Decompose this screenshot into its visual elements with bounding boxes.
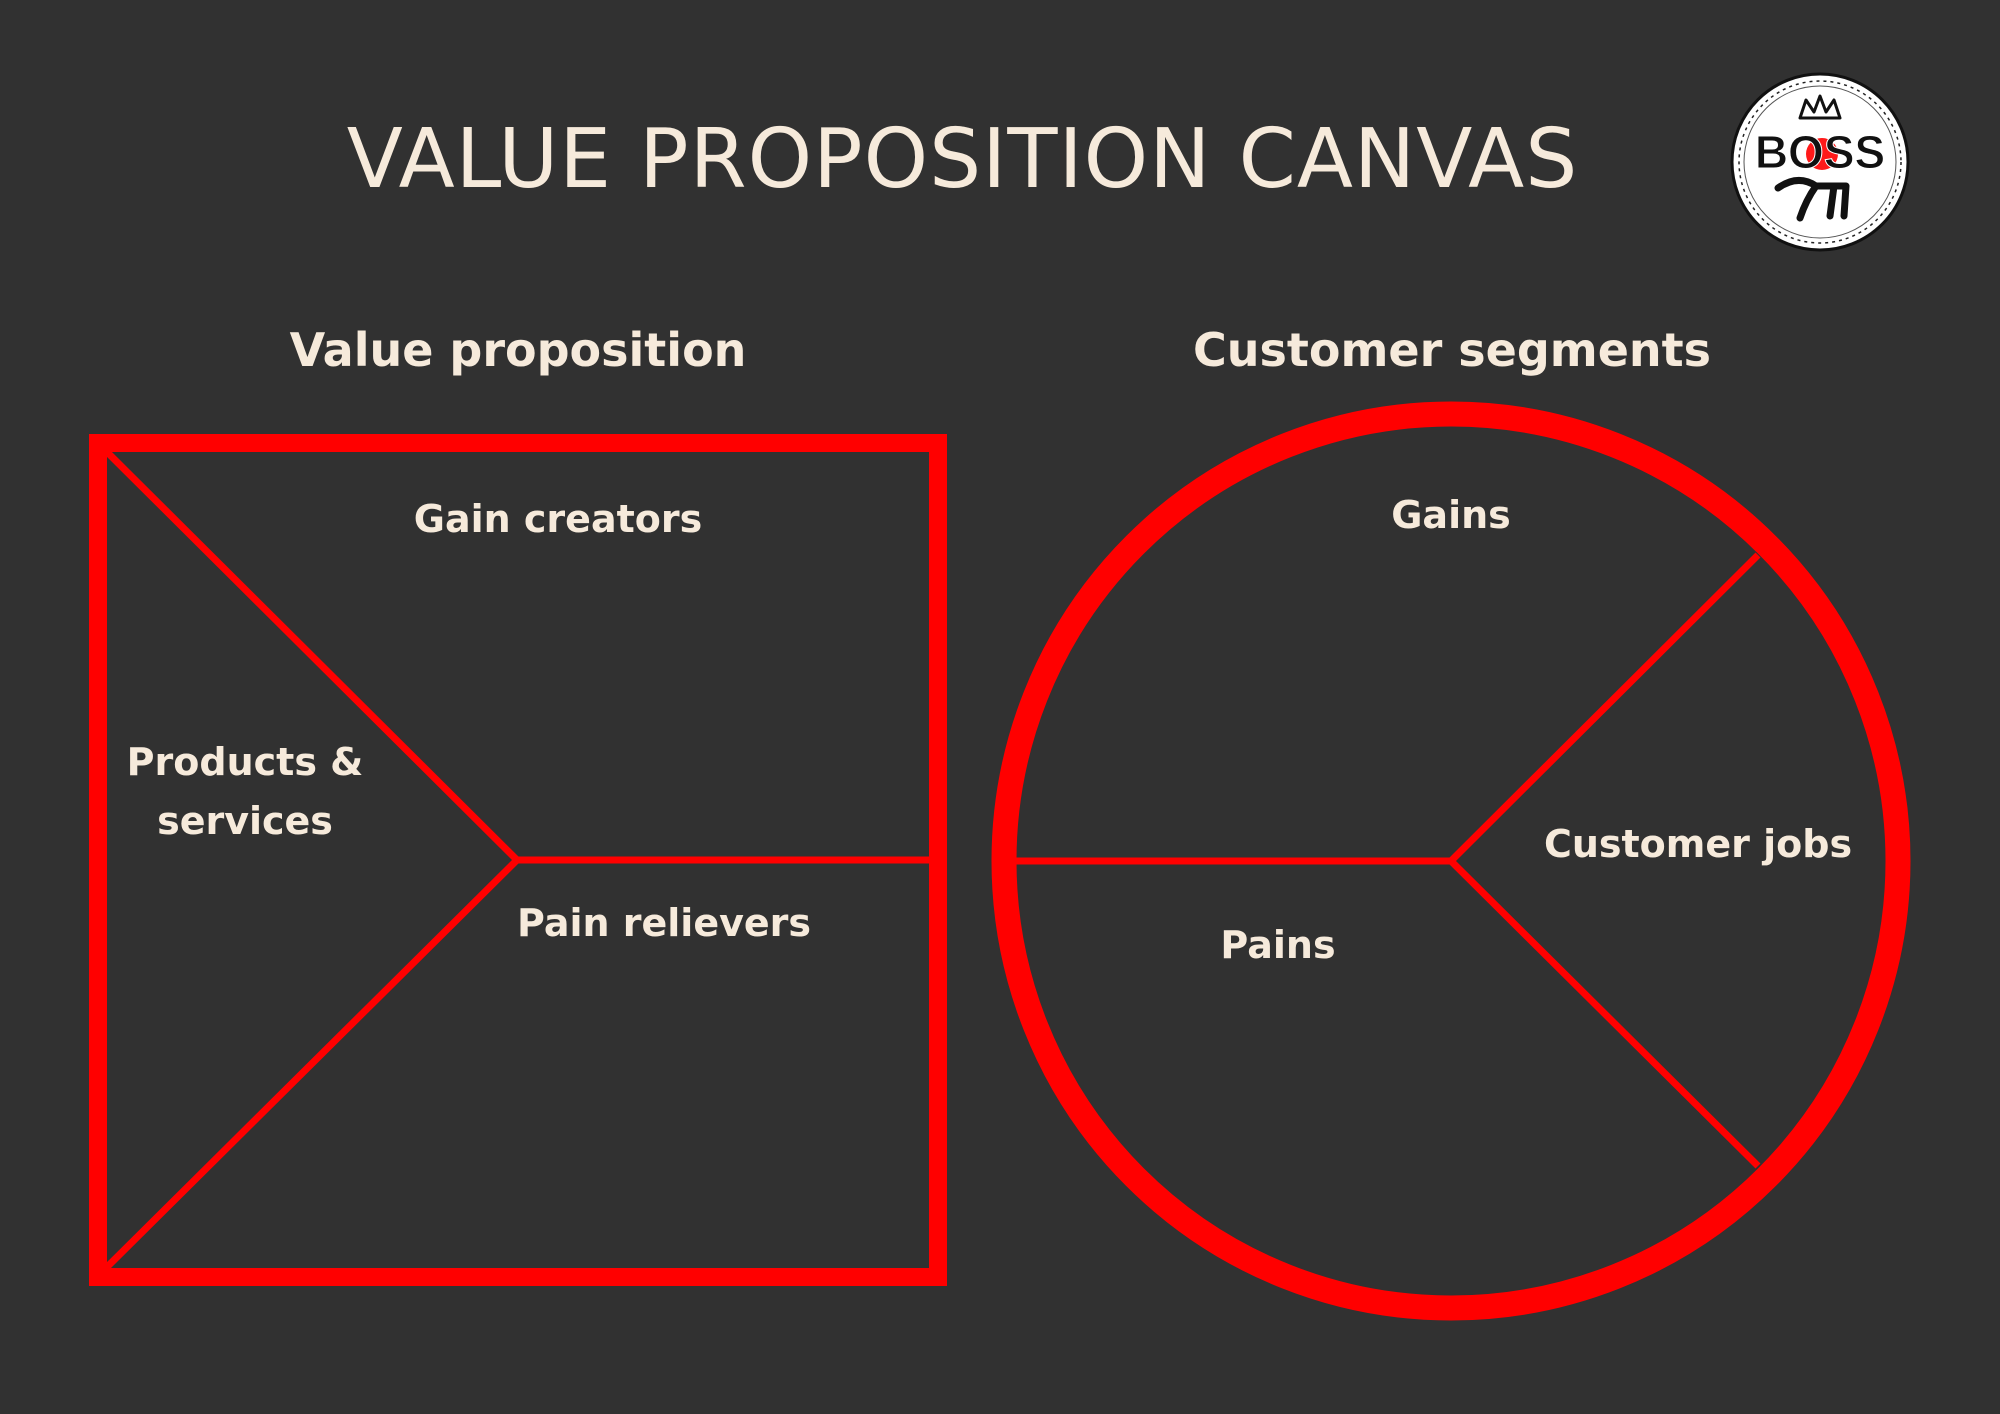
- customer-segments-circle: [991, 401, 1911, 1321]
- svg-text:BOSS: BOSS: [1755, 126, 1885, 178]
- value-proposition-heading: Value proposition: [289, 323, 747, 377]
- products-services-label-line1: Products &: [126, 740, 364, 784]
- value-proposition-square: [89, 434, 947, 1286]
- square-diagonal-bottom: [103, 857, 520, 1271]
- square-diagonal-top: [103, 448, 520, 863]
- products-services-label-line2: services: [157, 799, 333, 843]
- circle-divider-upper-right: [1448, 552, 1761, 864]
- circle-divider-lower-right: [1448, 858, 1761, 1169]
- boss-logo-icon: BOSS: [1730, 72, 1910, 252]
- boss-logo: BOSS: [1728, 70, 1912, 254]
- customer-segments-heading: Customer segments: [1192, 323, 1712, 377]
- page-title: VALUE PROPOSITION CANVAS: [346, 112, 1579, 207]
- customer-jobs-label: Customer jobs: [1543, 822, 1853, 866]
- gains-label: Gains: [1391, 493, 1511, 537]
- gain-creators-label: Gain creators: [413, 497, 703, 541]
- pain-relievers-label: Pain relievers: [516, 901, 812, 945]
- pains-label: Pains: [1220, 923, 1336, 967]
